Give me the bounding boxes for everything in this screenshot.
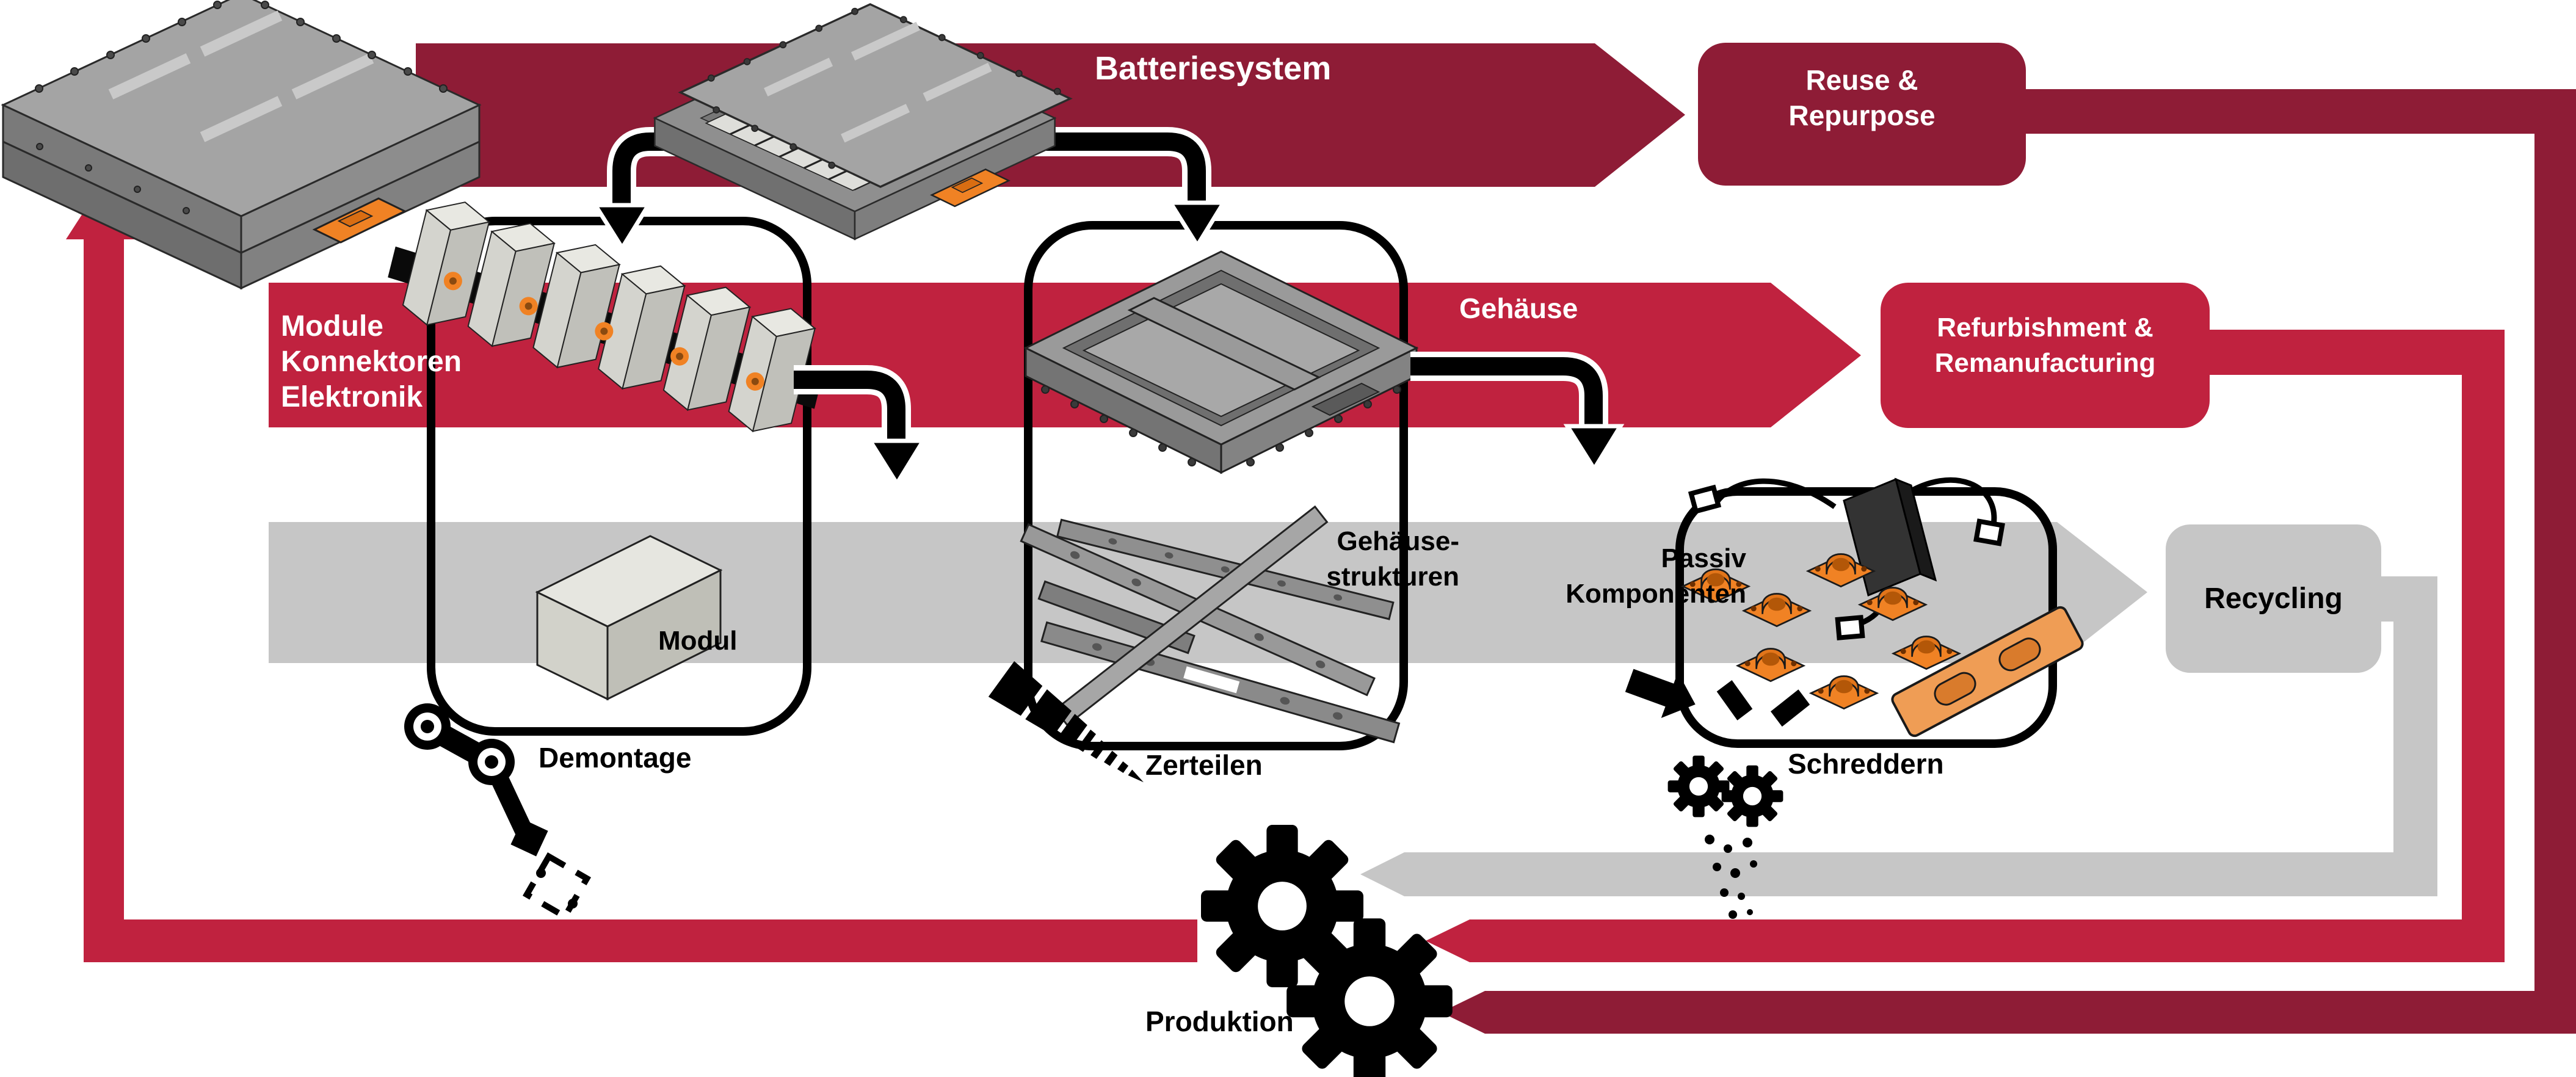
produktion-label: Produktion: [1145, 1006, 1294, 1037]
orange-busbar: [1891, 606, 2084, 738]
drill-icon: [988, 661, 1144, 783]
reuse-repurpose-box: [1698, 43, 2026, 186]
recycling-box: [2166, 524, 2381, 673]
schreddern-label: Schreddern: [1788, 748, 1944, 780]
arrow-gehaeuse-to-recycling-band: [1410, 352, 1625, 473]
passiv-komponenten-image: [1680, 477, 2084, 738]
module-connectors: [443, 272, 764, 391]
modul-image: [535, 535, 723, 701]
gehaeuse-label: Gehäuse: [1459, 292, 1578, 324]
recycling-return-line: [1360, 576, 2437, 896]
batteriesystem-band: [416, 43, 1685, 187]
refurbishment-remanufacturing-label: Refurbishment & Remanufacturing: [1934, 313, 2156, 378]
batteriesystem-label: Batteriesystem: [1095, 50, 1332, 87]
zerteilen-label: Zerteilen: [1145, 749, 1263, 781]
gehaeusestrukturen-label: Gehäuse- strukturen: [1326, 526, 1459, 592]
passiv-komponenten-label: Passiv Komponenten: [1566, 543, 1746, 609]
arrow-batteriesystem-to-demontage: [591, 127, 724, 252]
shredder-gears-icon: [1625, 669, 1810, 919]
batteriesystem-image: [653, 3, 1073, 241]
module-konnektoren-elektronik-label: Module Konnektoren Elektronik: [281, 310, 462, 413]
zerteilen-process-box: [1024, 221, 1408, 750]
refurbishment-remanufacturing-box: [1881, 283, 2210, 428]
arrow-batteriesystem-to-zerteilen: [983, 127, 1228, 250]
gehaeusestrukturen-image: [1020, 505, 1401, 744]
arrow-module-to-recycling-band: [794, 365, 927, 488]
module-row-image: [388, 201, 822, 433]
gehaeuse-image: [1023, 250, 1419, 474]
robot-arm-icon: [404, 703, 592, 921]
battery-pack-image: [1, 0, 482, 290]
orange-clamps: [1680, 553, 1962, 710]
reuse-repurpose-label: Reuse & Repurpose: [1788, 64, 1936, 131]
demontage-label: Demontage: [539, 742, 692, 774]
recycling-label: Recycling: [2204, 582, 2343, 615]
modul-label: Modul: [658, 626, 738, 656]
